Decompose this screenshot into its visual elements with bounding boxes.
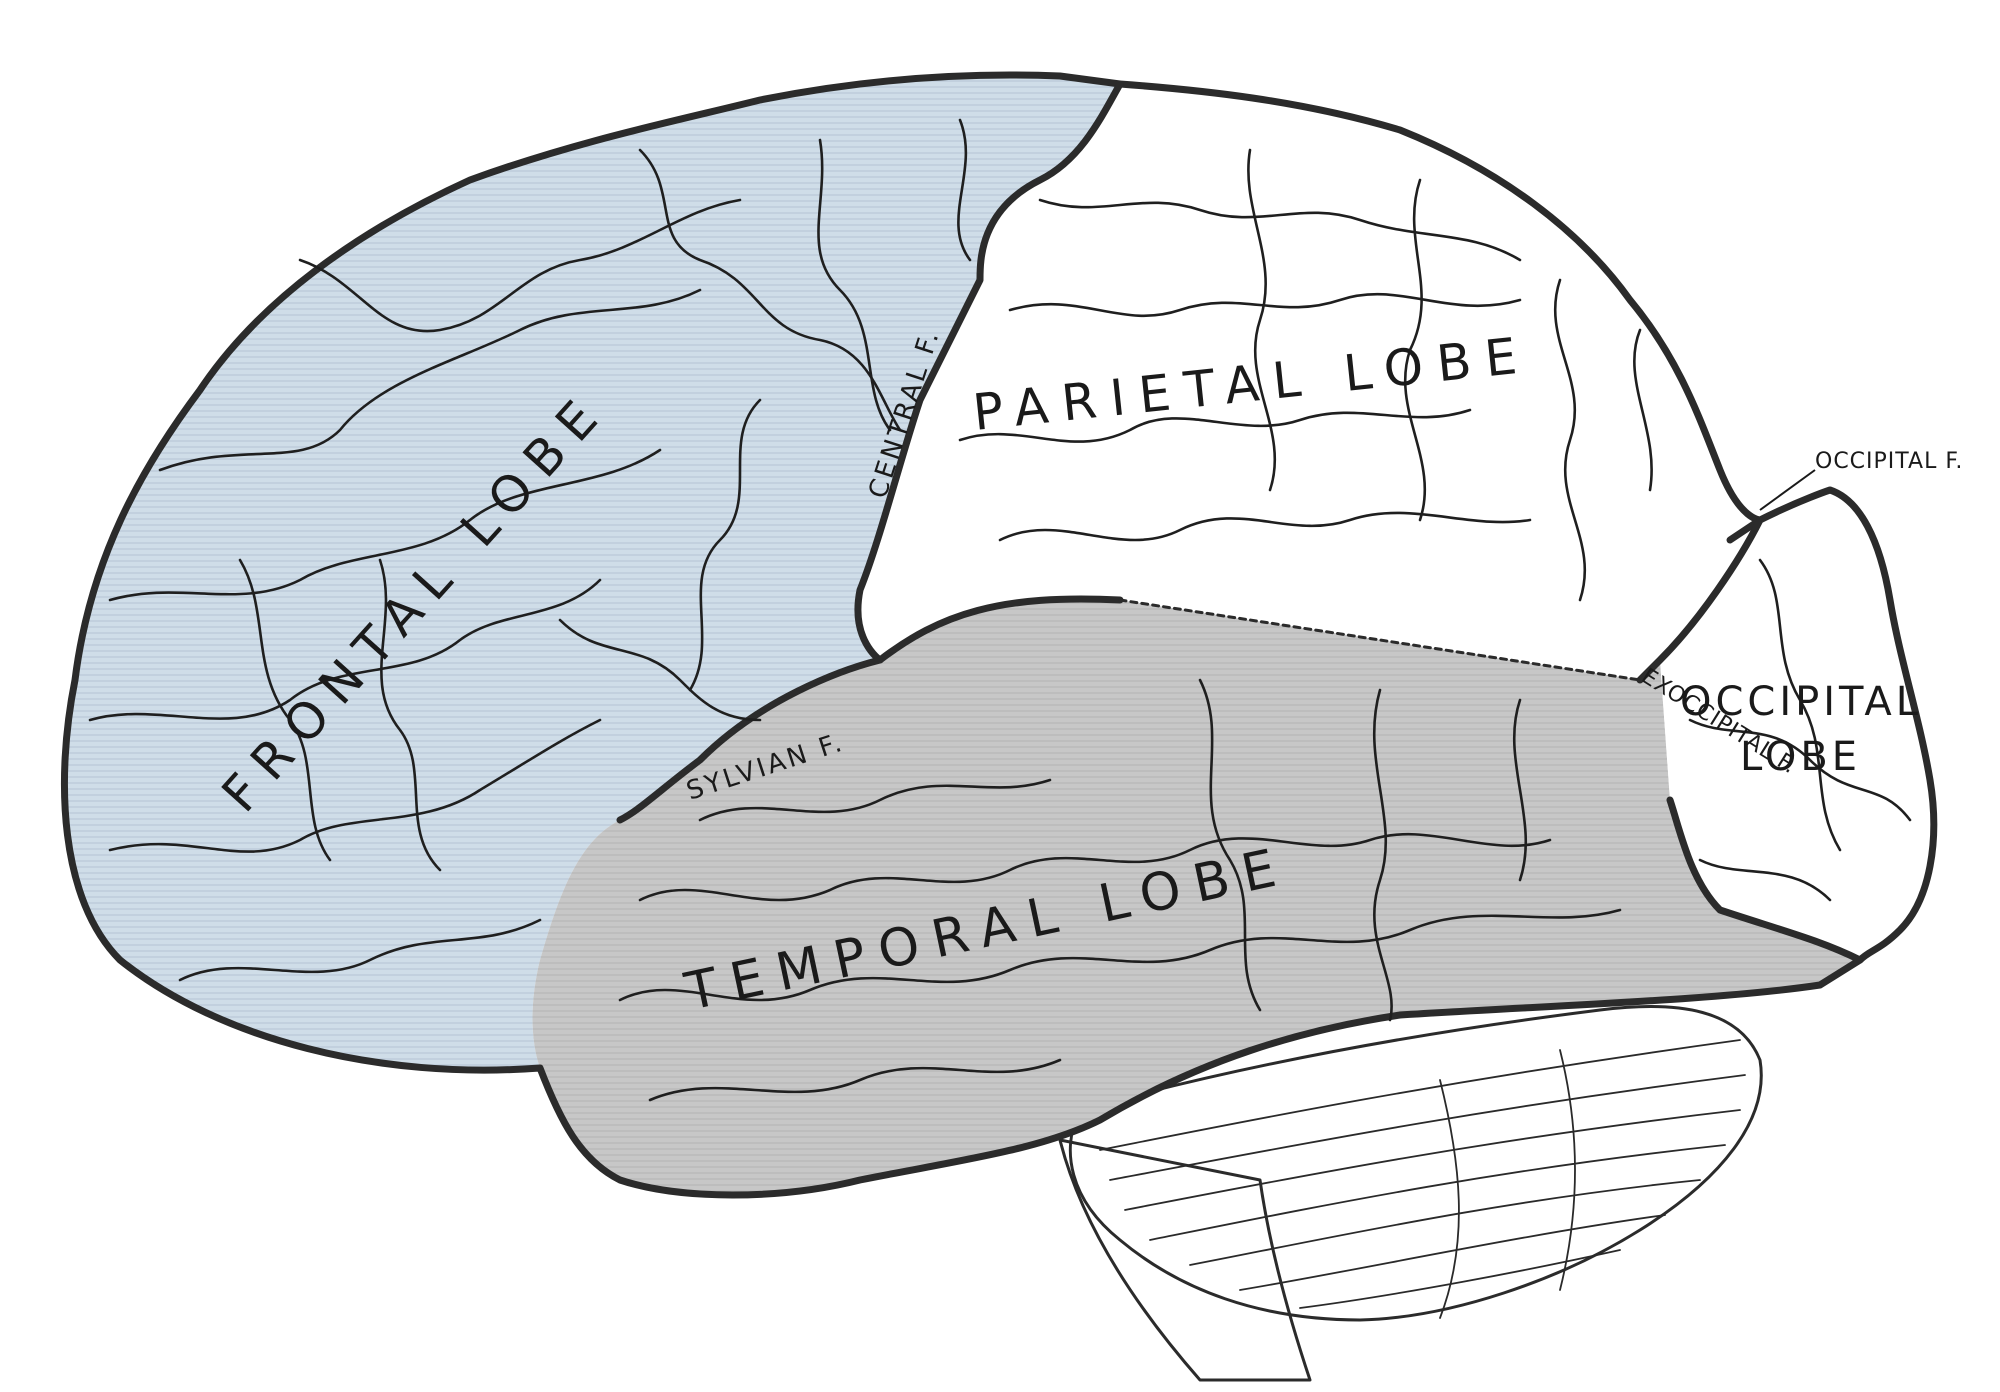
sylvian-fissure xyxy=(616,595,1124,824)
gyri-lines xyxy=(88,118,1912,1102)
occipital-lobe-label-line1: OCCIPITAL xyxy=(1680,679,1922,725)
temporal-lobe xyxy=(532,598,1860,1195)
occipital-fissure-pointer xyxy=(1759,469,1816,511)
occipital-boundary xyxy=(1636,516,1864,964)
cerebellum xyxy=(1068,1005,1763,1322)
occipital-lobe xyxy=(1660,490,1934,960)
cerebellum-outline xyxy=(1068,1005,1763,1322)
frontal-lobe-hatch xyxy=(64,75,1120,1071)
occipital-lobe-label-line2: LOBE xyxy=(1740,734,1861,780)
parietal-lobe xyxy=(858,84,1760,680)
brain-stem xyxy=(1058,1138,1312,1382)
occipital-fissure-label: OCCIPITAL F. xyxy=(1815,449,1963,474)
central-fissure xyxy=(854,80,1124,664)
brain-outline xyxy=(60,71,1938,1199)
parietal-temporal-boundary xyxy=(1118,598,1642,682)
cerebellum-folia xyxy=(1099,1039,1746,1319)
